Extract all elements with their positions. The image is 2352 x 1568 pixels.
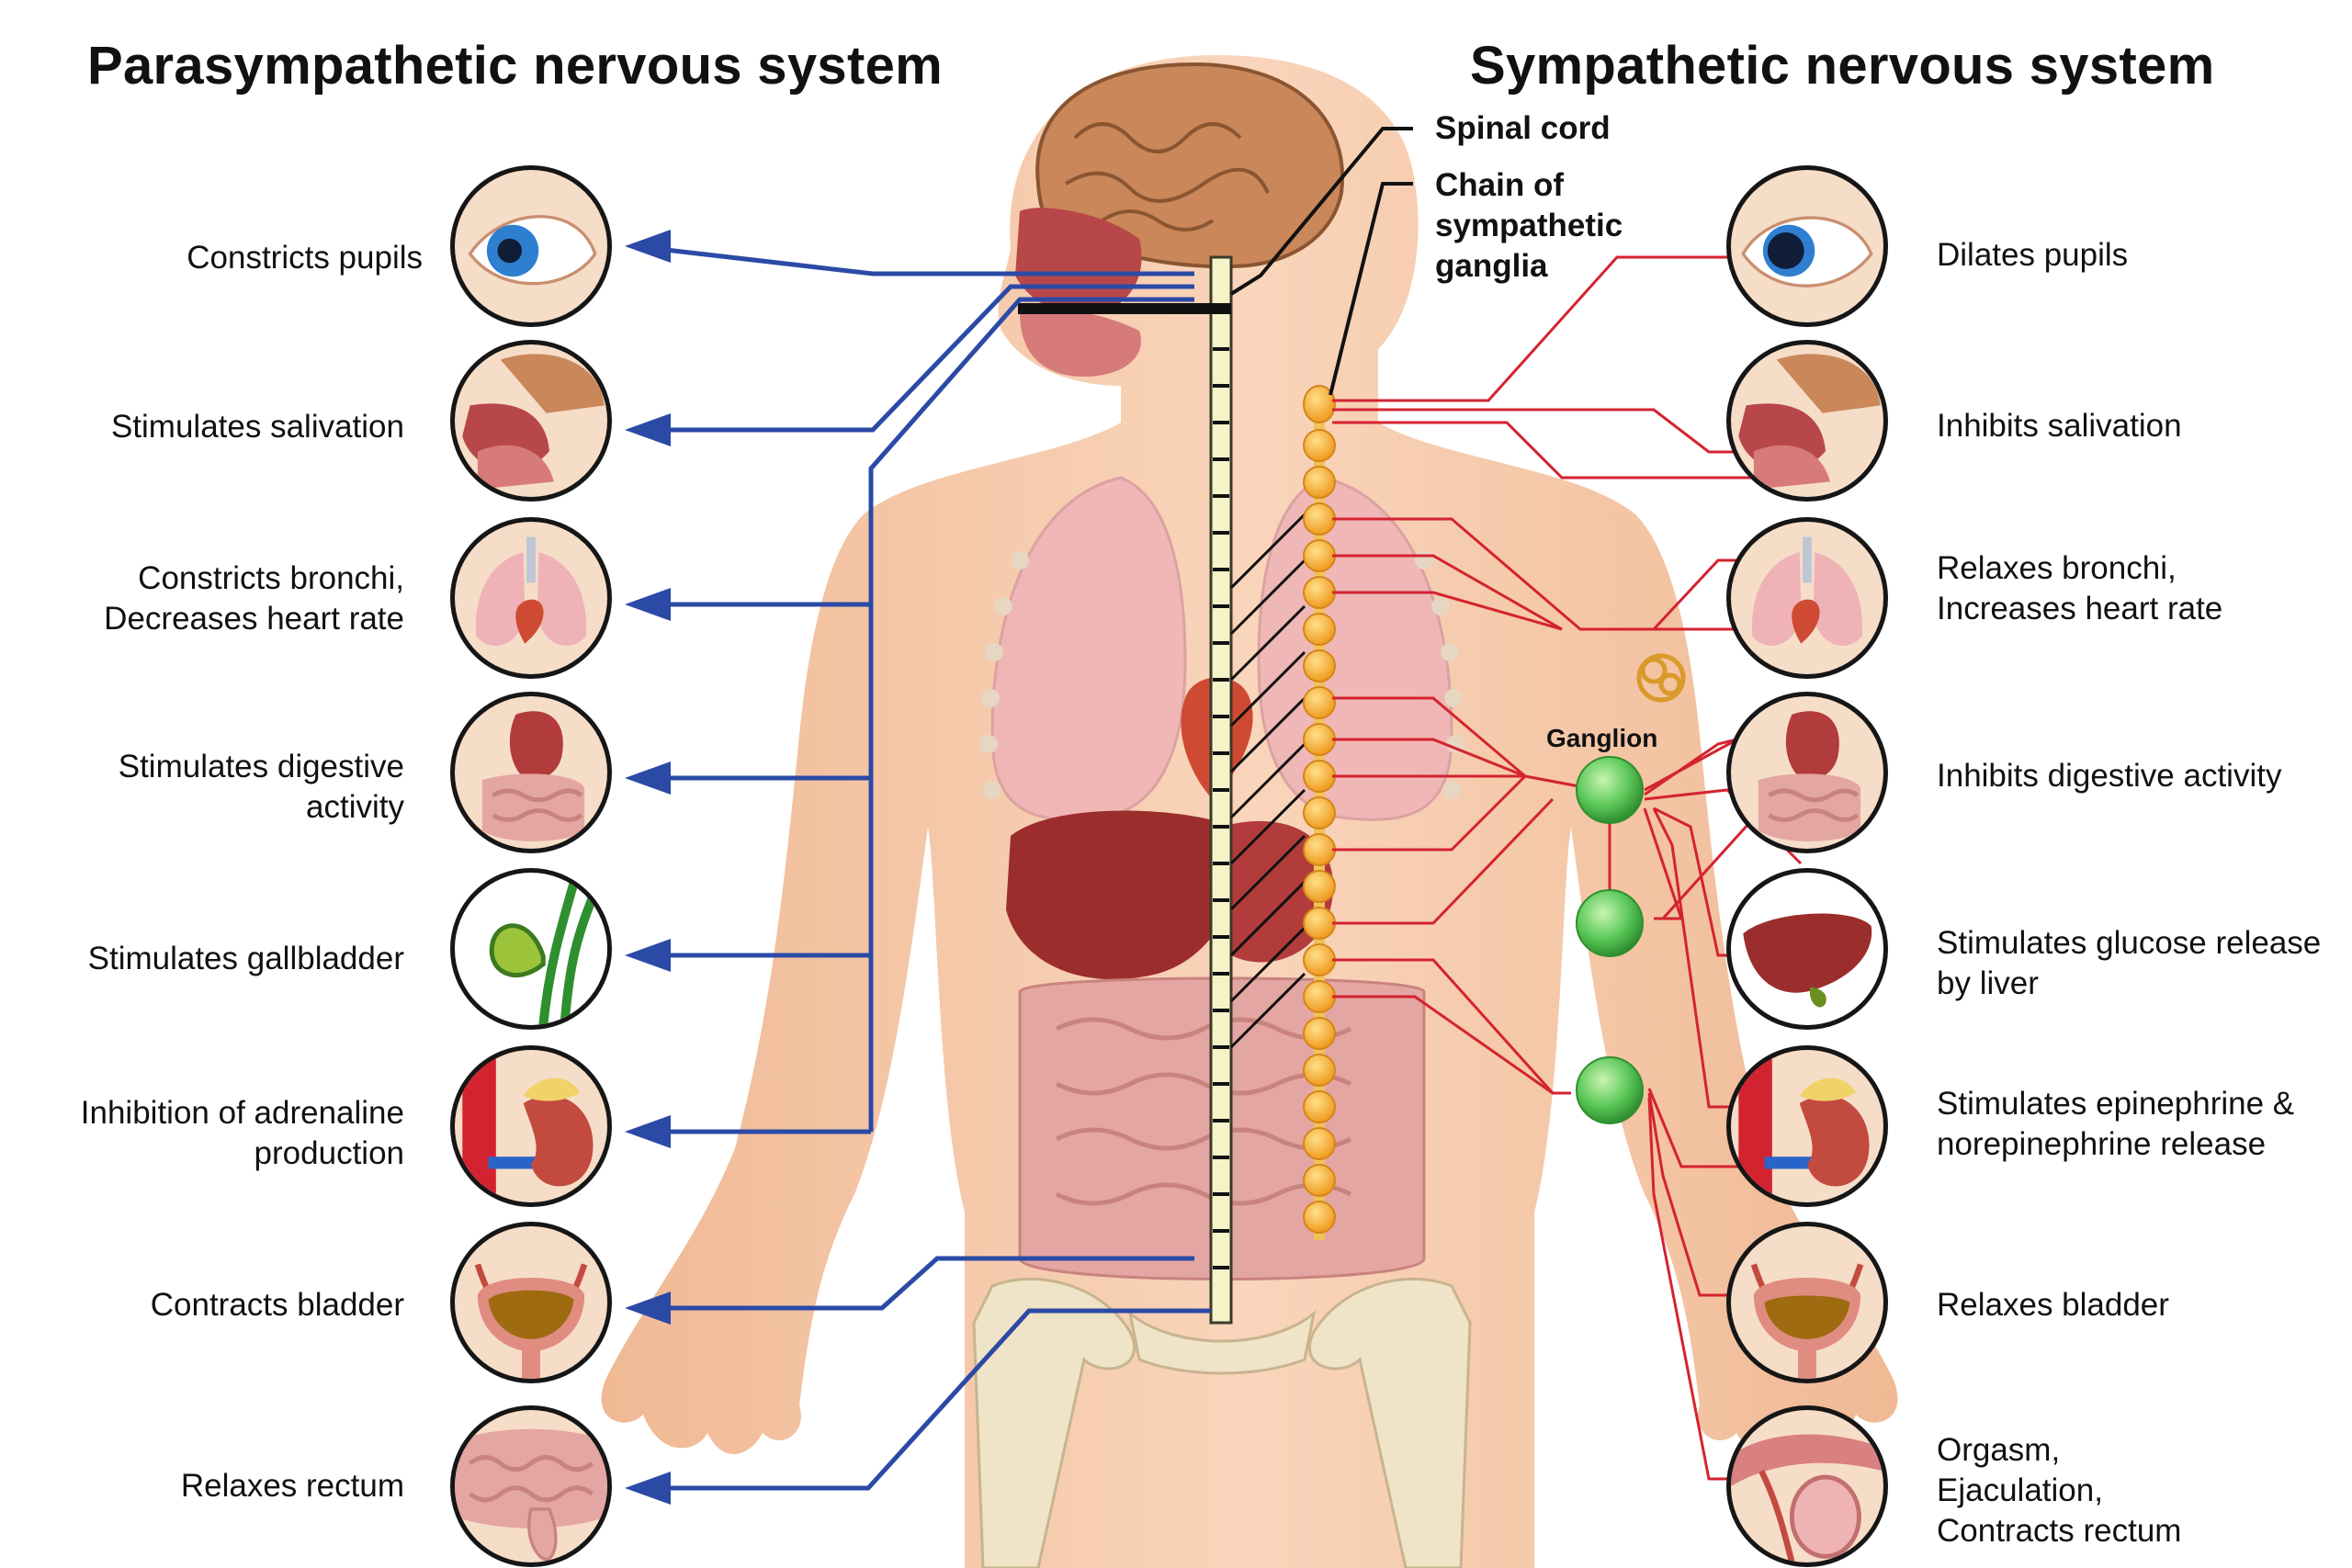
ganglion-label: Ganglion (1546, 724, 1658, 752)
para-label-gallbladder: Stimulates gallbladder (87, 941, 404, 976)
symp-label-salivation: Inhibits salivation (1937, 408, 2182, 444)
para-label-salivation: Stimulates salivation (110, 409, 404, 445)
annotation-leaders (1229, 127, 1413, 396)
head-cavity (1015, 208, 1142, 377)
symp-label-epinephrine: Stimulates epinephrine & norepinephrine … (1937, 1086, 2295, 1162)
symp-label-reproductive: Orgasm, Ejaculation, Contracts rectum (1937, 1432, 2182, 1549)
stomach (1209, 820, 1334, 963)
symp-adrenal-kidney-icon (1726, 1045, 1888, 1207)
ganglion-lower (1576, 1056, 1644, 1124)
symp-eye-icon (1726, 165, 1888, 327)
parasympathetic-arrowheads (625, 230, 671, 1505)
para-label-pupils: Constricts pupils (187, 240, 423, 276)
symp-liver-icon (1726, 868, 1888, 1030)
symp-label-liver: Stimulates glucose release by liver (1937, 925, 2322, 1001)
symp-reproductive-organ-icon (1726, 1405, 1888, 1567)
para-head-section-icon (450, 340, 612, 502)
para-gallbladder-icon (450, 868, 612, 1030)
parasympathetic-pathways (633, 243, 1211, 1491)
coeliac-plexus (1636, 653, 1686, 703)
spinal-cord-label: Spinal cord (1435, 110, 1611, 146)
ganglion-upper (1576, 756, 1644, 824)
title-sympathetic: Sympathetic nervous system (1470, 36, 2215, 96)
para-adrenal-kidney-icon (450, 1045, 612, 1207)
title-parasympathetic: Parasympathetic nervous system (87, 36, 943, 96)
symp-label-bronchi-heart: Relaxes bronchi, Increases heart rate (1937, 550, 2223, 626)
para-label-bronchi-heart: Constricts bronchi, Decreases heart rate (104, 560, 404, 637)
para-eye-icon (450, 165, 612, 327)
ganglia (1576, 756, 1644, 1124)
symp-label-pupils: Dilates pupils (1937, 237, 2129, 273)
pelvis (972, 1277, 1472, 1568)
symp-digestive-tract-icon (1726, 692, 1888, 853)
chain-ganglia-label: Chain of sympathetic ganglia (1435, 167, 1623, 284)
symp-label-bladder: Relaxes bladder (1937, 1287, 2169, 1323)
symp-head-section-icon (1726, 340, 1888, 502)
symp-label-digestive: Inhibits digestive activity (1937, 758, 2282, 794)
symp-lungs-heart-icon (1726, 517, 1888, 679)
para-label-adrenaline: Inhibition of adrenaline production (80, 1095, 404, 1171)
para-label-digestive: Stimulates digestive activity (118, 749, 404, 825)
liver (1006, 810, 1238, 980)
para-label-bladder: Contracts bladder (150, 1287, 404, 1323)
para-digestive-tract-icon (450, 692, 612, 853)
symp-bladder-icon (1726, 1222, 1888, 1383)
body-silhouette (601, 55, 1898, 1568)
para-lungs-heart-icon (450, 517, 612, 679)
sympathetic-chain (1303, 385, 1336, 1240)
para-label-rectum: Relaxes rectum (180, 1468, 404, 1504)
para-rectum-icon (450, 1405, 612, 1567)
para-bladder-icon (450, 1222, 612, 1383)
spinal-cord (1018, 255, 1306, 1325)
ganglion-middle (1576, 889, 1644, 957)
